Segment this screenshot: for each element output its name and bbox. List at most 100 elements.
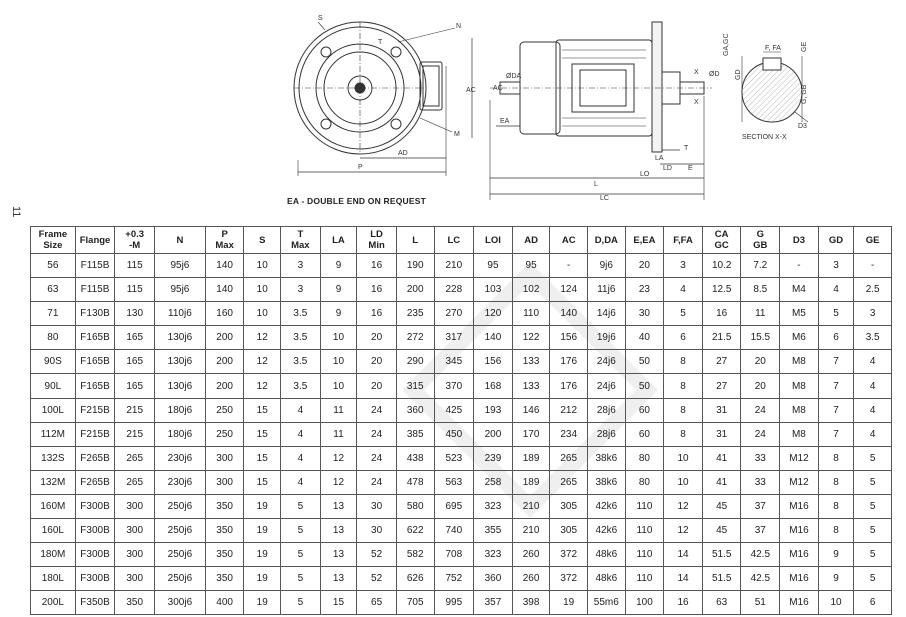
table-cell: 260 [511,566,551,592]
table-cell: 5 [853,493,892,520]
table-cell: 42.5 [740,542,781,568]
table-cell: F300B [74,566,116,592]
label-ld: LD [663,165,672,172]
table-cell: 6 [663,325,703,351]
table-cell: 176 [549,373,588,399]
table-cell: 193 [473,397,513,423]
section-view [741,51,809,123]
front-view [293,21,473,176]
table-cell: M16 [779,542,819,568]
table-cell: 8 [817,518,855,544]
table-cell: 300 [114,542,155,568]
table-cell: 38k6 [587,469,626,495]
label-d3: D3 [798,123,807,130]
table-cell: 16 [356,277,397,303]
table-cell: 100 [624,590,665,616]
table-cell: M4 [779,277,819,303]
table-cell: 4 [853,397,892,423]
table-cell: 30 [356,493,397,520]
table-cell: 24 [356,445,397,471]
table-cell: 3.5 [280,301,321,327]
table-cell: 239 [473,445,513,471]
table-cell: 13 [319,566,358,592]
table-cell: 438 [395,445,435,471]
table-cell: 8 [663,397,703,423]
table-cell: 582 [395,542,435,568]
table-cell: 31 [701,421,742,447]
table-cell: 23 [624,277,665,303]
table-cell: 15 [243,397,282,423]
column-header: LC [433,226,475,254]
table-cell: 3 [280,277,321,303]
table-cell: 37 [740,493,781,520]
table-cell: 28j6 [587,421,626,447]
table-cell: 270 [433,301,475,327]
table-cell: 10 [319,373,358,399]
table-cell: M12 [779,469,819,495]
table-cell: 4 [280,445,321,471]
table-cell: 103 [473,277,513,303]
table-cell: 3 [663,252,703,279]
label-ad: AD [398,150,408,157]
table-cell: 33 [740,445,781,471]
table-cell: F265B [74,445,116,471]
table-cell: 165 [114,349,155,375]
table-cell: 51.5 [701,566,742,592]
table-cell: 13 [319,542,358,568]
table-cell: 50 [624,349,665,375]
table-cell: 7 [817,349,855,375]
table-cell: 10 [319,349,358,375]
table-cell: 450 [433,421,475,447]
table-cell: M12 [779,445,819,471]
table-cell: 140 [549,301,588,327]
table-cell: 5 [817,301,855,327]
table-cell: 4 [280,397,321,423]
table-cell: 258 [473,469,513,495]
table-cell: 16 [356,252,397,279]
table-cell: 4 [663,277,703,303]
table-cell: 200 [204,325,245,351]
column-header-line: T [297,229,304,240]
table-cell: 4 [817,277,855,303]
table-cell: 370 [433,373,475,399]
label-f-fa: F, FA [765,45,781,52]
table-cell: 9 [817,542,855,568]
table-cell: 165 [114,373,155,399]
table-cell: 132S [30,445,76,471]
table-cell: 122 [511,325,551,351]
table-cell: 80 [624,445,665,471]
table-cell: 12 [243,373,282,399]
table-cell: 360 [473,566,513,592]
table-cell: 48k6 [587,566,626,592]
table-cell: 305 [549,518,588,544]
column-header-line: P [221,229,228,240]
table-cell: 3.5 [280,325,321,351]
table-cell: 30 [356,518,397,544]
table-cell: 13 [319,518,358,544]
table-cell: 168 [473,373,513,399]
table-cell: 250j6 [154,518,206,544]
table-cell: 60 [624,397,665,423]
table-cell: 20 [356,349,397,375]
table-cell: 234 [549,421,588,447]
table-cell: 250j6 [154,542,206,568]
table-cell: F165B [74,325,116,351]
table-cell: 4 [280,469,321,495]
table-cell: 5 [280,493,321,520]
drawing-caption: EA - DOUBLE END ON REQUEST [287,196,427,206]
column-header: +0.3-M [114,226,155,254]
table-cell: 80 [624,469,665,495]
label-oda: ØDA [506,73,522,80]
table-cell: 45 [701,493,742,520]
table-cell: 5 [853,518,892,544]
table-cell: 622 [395,518,435,544]
column-header: Flange [74,226,116,254]
table-cell: 189 [511,469,551,495]
table-cell: 425 [433,397,475,423]
table-cell: 14 [663,542,703,568]
